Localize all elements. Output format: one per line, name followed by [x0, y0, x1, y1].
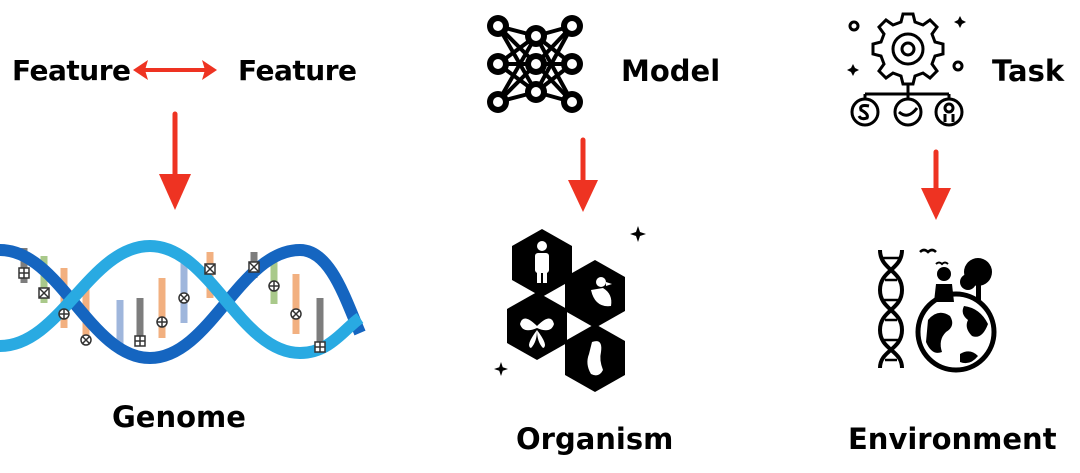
model-label: Model	[621, 54, 721, 88]
neural-network-icon	[487, 15, 583, 113]
dna-helix-icon	[0, 239, 366, 365]
sparkle-icon	[494, 362, 508, 376]
sparkle-icon	[630, 226, 646, 242]
organism-label: Organism	[516, 422, 674, 456]
organism-hexagons-icon	[507, 229, 625, 392]
down-arrow-organism	[568, 137, 598, 212]
bidirectional-arrow	[133, 60, 217, 80]
environment-label: Environment	[848, 422, 1057, 456]
feature-label-right: Feature	[238, 54, 357, 87]
down-arrow-environment	[921, 149, 951, 220]
genome-label: Genome	[112, 400, 246, 434]
down-arrow-genome	[159, 111, 191, 210]
task-label: Task	[992, 54, 1065, 88]
gear-task-icon	[847, 12, 966, 127]
environment-icon	[877, 248, 997, 373]
feature-label-left: Feature	[12, 54, 131, 87]
